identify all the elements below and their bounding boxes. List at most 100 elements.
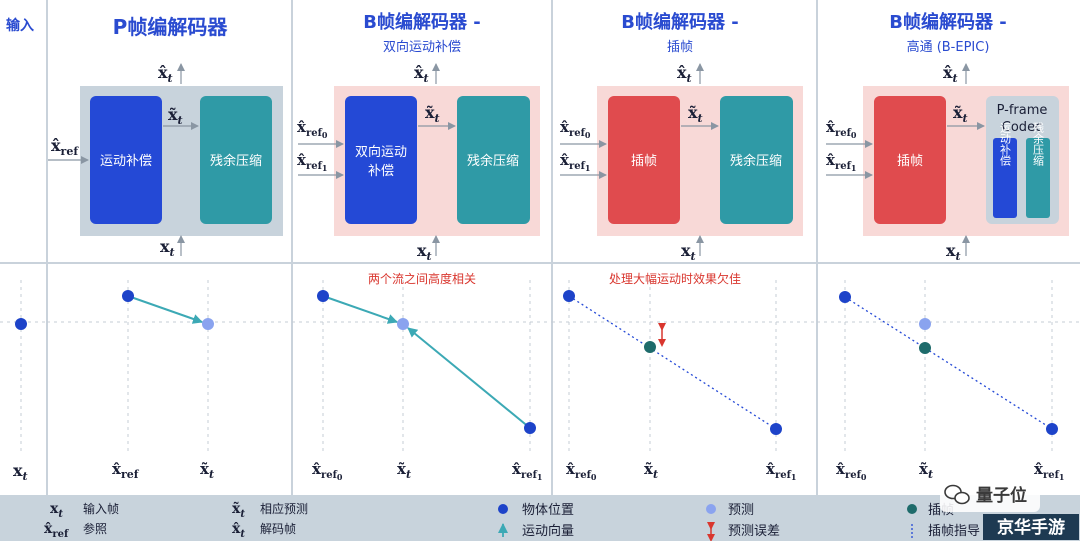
input-column-title: 输入 — [6, 17, 34, 34]
svg-text:残余压缩: 残余压缩 — [1032, 121, 1045, 167]
legend-prediction-dot — [706, 504, 716, 514]
svg-text:P-frame: P-frame — [997, 103, 1048, 118]
svg-text:xt: xt — [417, 241, 432, 263]
svg-text:x̂ref1: x̂ref1 — [766, 460, 796, 482]
interp-dot — [644, 341, 656, 353]
object-position-dot — [839, 291, 851, 303]
p-codec-title: P帧编解码器 — [113, 15, 229, 39]
svg-text:x̂t: x̂t — [414, 63, 429, 85]
b3-codec-subtitle: 高通 (B-EPIC) — [907, 39, 990, 55]
interp-guide-line — [844, 296, 1053, 430]
legend-prediction: 预测 — [728, 503, 754, 518]
object-position-dot — [770, 423, 782, 435]
legend: xt 输入帧 x̂ref 参照 x̃t 相应预测 x̂t 解码帧 物体位置 运动… — [44, 500, 980, 542]
svg-text:运动补偿: 运动补偿 — [999, 122, 1012, 167]
svg-text:x̂ref0: x̂ref0 — [560, 118, 591, 140]
prediction-dot — [202, 318, 214, 330]
motion-vector — [407, 327, 531, 429]
svg-text:x̂ref0: x̂ref0 — [312, 460, 343, 482]
object-position-dot — [563, 290, 575, 302]
b1-codec-subtitle: 双向运动补偿 — [383, 39, 461, 55]
legend-decoded-frame: 解码帧 — [260, 522, 296, 536]
svg-text:x̂t: x̂t — [158, 63, 173, 85]
interpolation-block — [874, 96, 946, 224]
svg-text:x̂ref1: x̂ref1 — [297, 151, 327, 173]
svg-text:xt: xt — [160, 237, 175, 259]
column-separators — [0, 0, 1080, 495]
svg-text:x̂t: x̂t — [677, 63, 692, 85]
svg-text:x̃t: x̃t — [232, 500, 245, 520]
wechat-icon — [944, 484, 970, 505]
object-position-dot — [1046, 423, 1058, 435]
svg-text:x̂ref0: x̂ref0 — [826, 118, 857, 140]
svg-text:xt: xt — [50, 501, 63, 520]
prediction-dot — [919, 318, 931, 330]
svg-text:x̂ref0: x̂ref0 — [836, 460, 867, 482]
svg-text:x̃t: x̃t — [425, 103, 440, 125]
motion-vector — [127, 295, 203, 324]
svg-text:x̃t: x̃t — [200, 460, 214, 481]
svg-text:x̃t: x̃t — [919, 460, 933, 481]
b2-codec-title: B帧编解码器 - — [621, 11, 738, 33]
b1-codec-diagram: 双向运动 补偿 残余压缩 — [298, 63, 540, 256]
b3-codec-title: B帧编解码器 - — [889, 11, 1006, 33]
legend-corr-prediction: 相应预测 — [260, 501, 308, 516]
svg-text:x̃t: x̃t — [168, 105, 183, 127]
svg-text:x̂ref: x̂ref — [112, 460, 140, 481]
bottom-axis-labels: xt x̂ref x̃t x̂ref0 x̃t x̂ref1 x̂ref0 x̃… — [13, 460, 1064, 483]
svg-text:x̂ref1: x̂ref1 — [560, 151, 590, 173]
legend-input-frame: 输入帧 — [83, 501, 119, 516]
pframe-mc-subblock — [993, 138, 1017, 218]
bidirectional-mc-block — [345, 96, 417, 224]
residual-compression-block — [200, 96, 272, 224]
legend-prediction-error: 预测误差 — [728, 524, 780, 539]
svg-text:插帧: 插帧 — [897, 154, 923, 169]
legend-object-position: 物体位置 — [522, 503, 574, 518]
svg-text:x̃t: x̃t — [644, 460, 658, 481]
interpolation-block — [608, 96, 680, 224]
svg-text:x̃t: x̃t — [688, 103, 703, 125]
svg-text:残余压缩: 残余压缩 — [210, 153, 262, 169]
watermark-site: 京华手游 — [997, 517, 1065, 538]
motion-compensation-block — [90, 96, 162, 224]
prediction-dot — [397, 318, 409, 330]
legend-interp-dot — [907, 504, 917, 514]
svg-text:x̂ref0: x̂ref0 — [566, 460, 597, 482]
svg-text:Codec: Codec — [1002, 120, 1042, 135]
legend-object-dot — [498, 504, 508, 514]
interp-guide-line — [568, 295, 777, 430]
object-position-dot — [524, 422, 536, 434]
watermark-brand: 量子位 — [976, 485, 1027, 506]
svg-text:x̂ref: x̂ref — [44, 521, 69, 540]
svg-text:x̂t: x̂t — [943, 63, 958, 85]
b1-note: 两个流之间高度相关 — [368, 271, 476, 286]
b3-codec-symbols: x̂t x̃t x̂ref0 x̂ref1 xt — [826, 63, 968, 263]
svg-text:xt: xt — [681, 241, 696, 263]
svg-text:x̂ref1: x̂ref1 — [826, 151, 856, 173]
p-codec-diagram: 运动补偿 残余压缩 — [48, 63, 283, 256]
svg-text:插帧: 插帧 — [631, 154, 657, 169]
pframe-residual-subblock — [1026, 138, 1050, 218]
svg-text:x̂ref: x̂ref — [51, 136, 79, 158]
b2-note: 处理大幅运动时效果欠佳 — [609, 271, 741, 286]
residual-compression-block — [457, 96, 530, 224]
residual-compression-block — [720, 96, 793, 224]
p-codec-symbols: x̂t x̃t x̂ref xt — [51, 63, 183, 259]
svg-text:双向运动: 双向运动 — [355, 144, 407, 160]
legend-reference: 参照 — [83, 521, 107, 536]
legend-interp-guide: 插帧指导 — [928, 524, 980, 539]
watermark: 量子位 京华手游 — [940, 478, 1079, 540]
b1-codec-title: B帧编解码器 - — [363, 11, 480, 33]
object-position-dot — [317, 290, 329, 302]
svg-text:补偿: 补偿 — [368, 164, 394, 179]
svg-text:x̃t: x̃t — [397, 460, 411, 481]
b3-codec-diagram: 插帧 P-frame Codec 运动补偿 残余压缩 — [826, 63, 1069, 256]
svg-text:x̃t: x̃t — [953, 103, 968, 125]
position-dots — [15, 290, 1058, 435]
motion-vector — [322, 295, 398, 324]
svg-text:x̂ref1: x̂ref1 — [1034, 460, 1064, 482]
object-position-dot — [15, 318, 27, 330]
svg-text:x̂ref1: x̂ref1 — [512, 460, 542, 482]
svg-text:x̂ref0: x̂ref0 — [297, 118, 328, 140]
